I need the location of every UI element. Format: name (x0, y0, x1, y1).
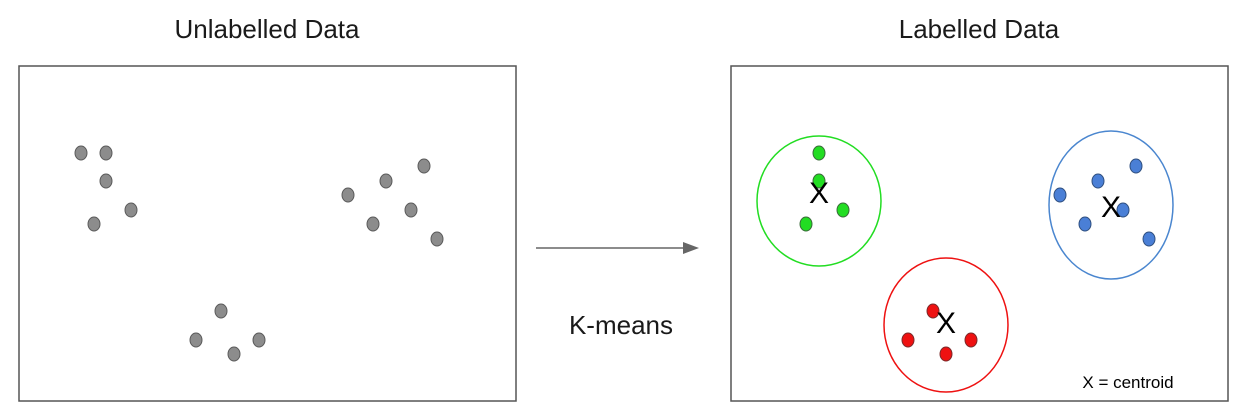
cluster-point (1142, 231, 1156, 247)
unlabelled-point (227, 346, 241, 362)
cluster-red: X (883, 257, 1009, 393)
unlabelled-data-panel (18, 65, 517, 402)
kmeans-arrow (536, 242, 699, 254)
unlabelled-point (124, 202, 138, 218)
cluster-point (1053, 187, 1067, 203)
cluster-point (1129, 158, 1143, 174)
unlabelled-point (87, 216, 101, 232)
unlabelled-point (99, 145, 113, 161)
labelled-data-title: Labelled Data (899, 14, 1060, 44)
unlabelled-point (214, 303, 228, 319)
cluster-blue: X (1048, 130, 1174, 280)
cluster-point (812, 145, 826, 161)
centroid-marker: X (809, 177, 829, 210)
unlabelled-point (252, 332, 266, 348)
cluster-point (926, 303, 940, 319)
unlabelled-point (430, 231, 444, 247)
centroid-marker: X (1101, 191, 1121, 224)
unlabelled-data-title: Unlabelled Data (174, 14, 360, 44)
unlabelled-point (99, 173, 113, 189)
unlabelled-point (379, 173, 393, 189)
cluster-point (799, 216, 813, 232)
unlabelled-points (74, 145, 444, 362)
unlabelled-point (189, 332, 203, 348)
cluster-ring (1048, 130, 1174, 280)
kmeans-label: K-means (569, 310, 673, 340)
centroid-legend: X = centroid (1082, 373, 1173, 392)
cluster-point (964, 332, 978, 348)
unlabelled-point (366, 216, 380, 232)
cluster-point (1116, 202, 1130, 218)
cluster-point (812, 173, 826, 189)
cluster-point (901, 332, 915, 348)
arrow-head (683, 242, 699, 254)
unlabelled-point (341, 187, 355, 203)
cluster-point (1078, 216, 1092, 232)
unlabelled-point (404, 202, 418, 218)
cluster-point (1091, 173, 1105, 189)
cluster-point (939, 346, 953, 362)
unlabelled-point (74, 145, 88, 161)
cluster-ring (756, 135, 882, 267)
unlabelled-point (417, 158, 431, 174)
cluster-ring (883, 257, 1009, 393)
cluster-green: X (756, 135, 882, 267)
labelled-data-panel (730, 65, 1229, 402)
cluster-point (836, 202, 850, 218)
centroid-marker: X (936, 307, 956, 340)
